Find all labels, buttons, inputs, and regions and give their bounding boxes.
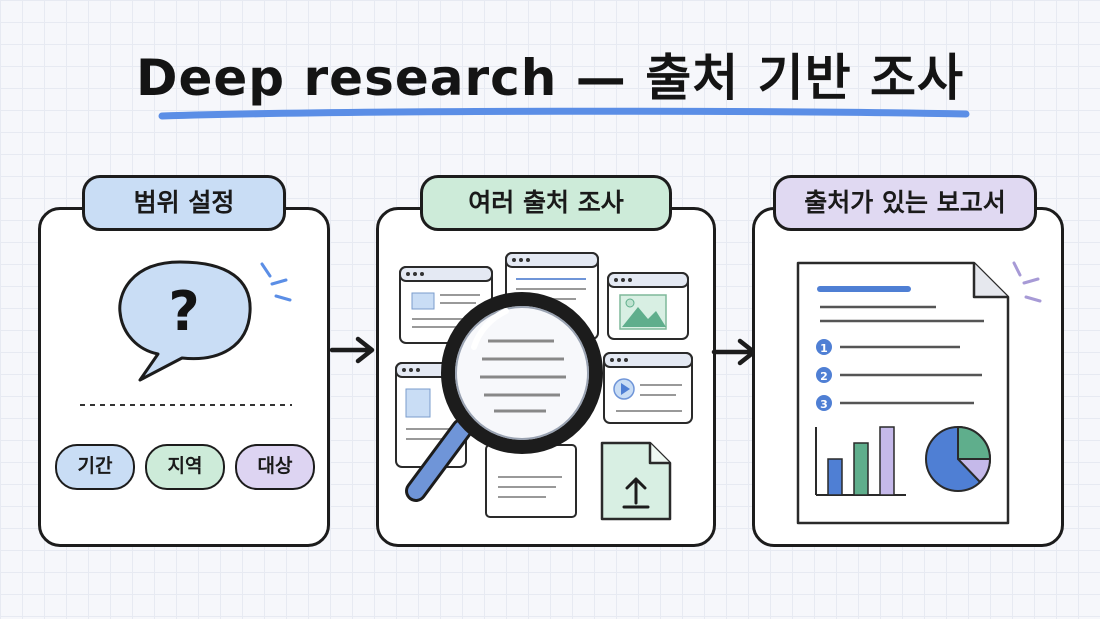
pie-chart-icon (925, 426, 991, 492)
tag-target: 대상 (235, 444, 315, 490)
upload-file-icon (600, 441, 672, 521)
divider-dotted (80, 404, 292, 406)
sources-illustration (395, 252, 693, 521)
step-label-scope: 범위 설정 (82, 175, 286, 231)
list-number: 1 (820, 342, 828, 355)
svg-text:?: ? (168, 280, 199, 343)
arrow-right-icon (329, 336, 375, 364)
list-number: 3 (820, 398, 828, 411)
step-label-research: 여러 출처 조사 (420, 175, 672, 231)
video-window-icon (603, 352, 693, 424)
magnifying-glass-icon (405, 292, 603, 502)
report-document-icon: 1 2 3 (796, 261, 1042, 525)
list-number: 2 (820, 370, 828, 383)
tag-period: 기간 (55, 444, 135, 490)
title-underline (158, 107, 970, 120)
image-window-icon (607, 272, 689, 340)
bar-chart-icon (815, 426, 906, 496)
document-icon (485, 444, 577, 518)
tag-region: 지역 (145, 444, 225, 490)
question-bubble-icon: ? (118, 260, 292, 382)
step-label-report: 출처가 있는 보고서 (773, 175, 1037, 231)
page-title: Deep research — 출처 기반 조사 (135, 49, 965, 107)
